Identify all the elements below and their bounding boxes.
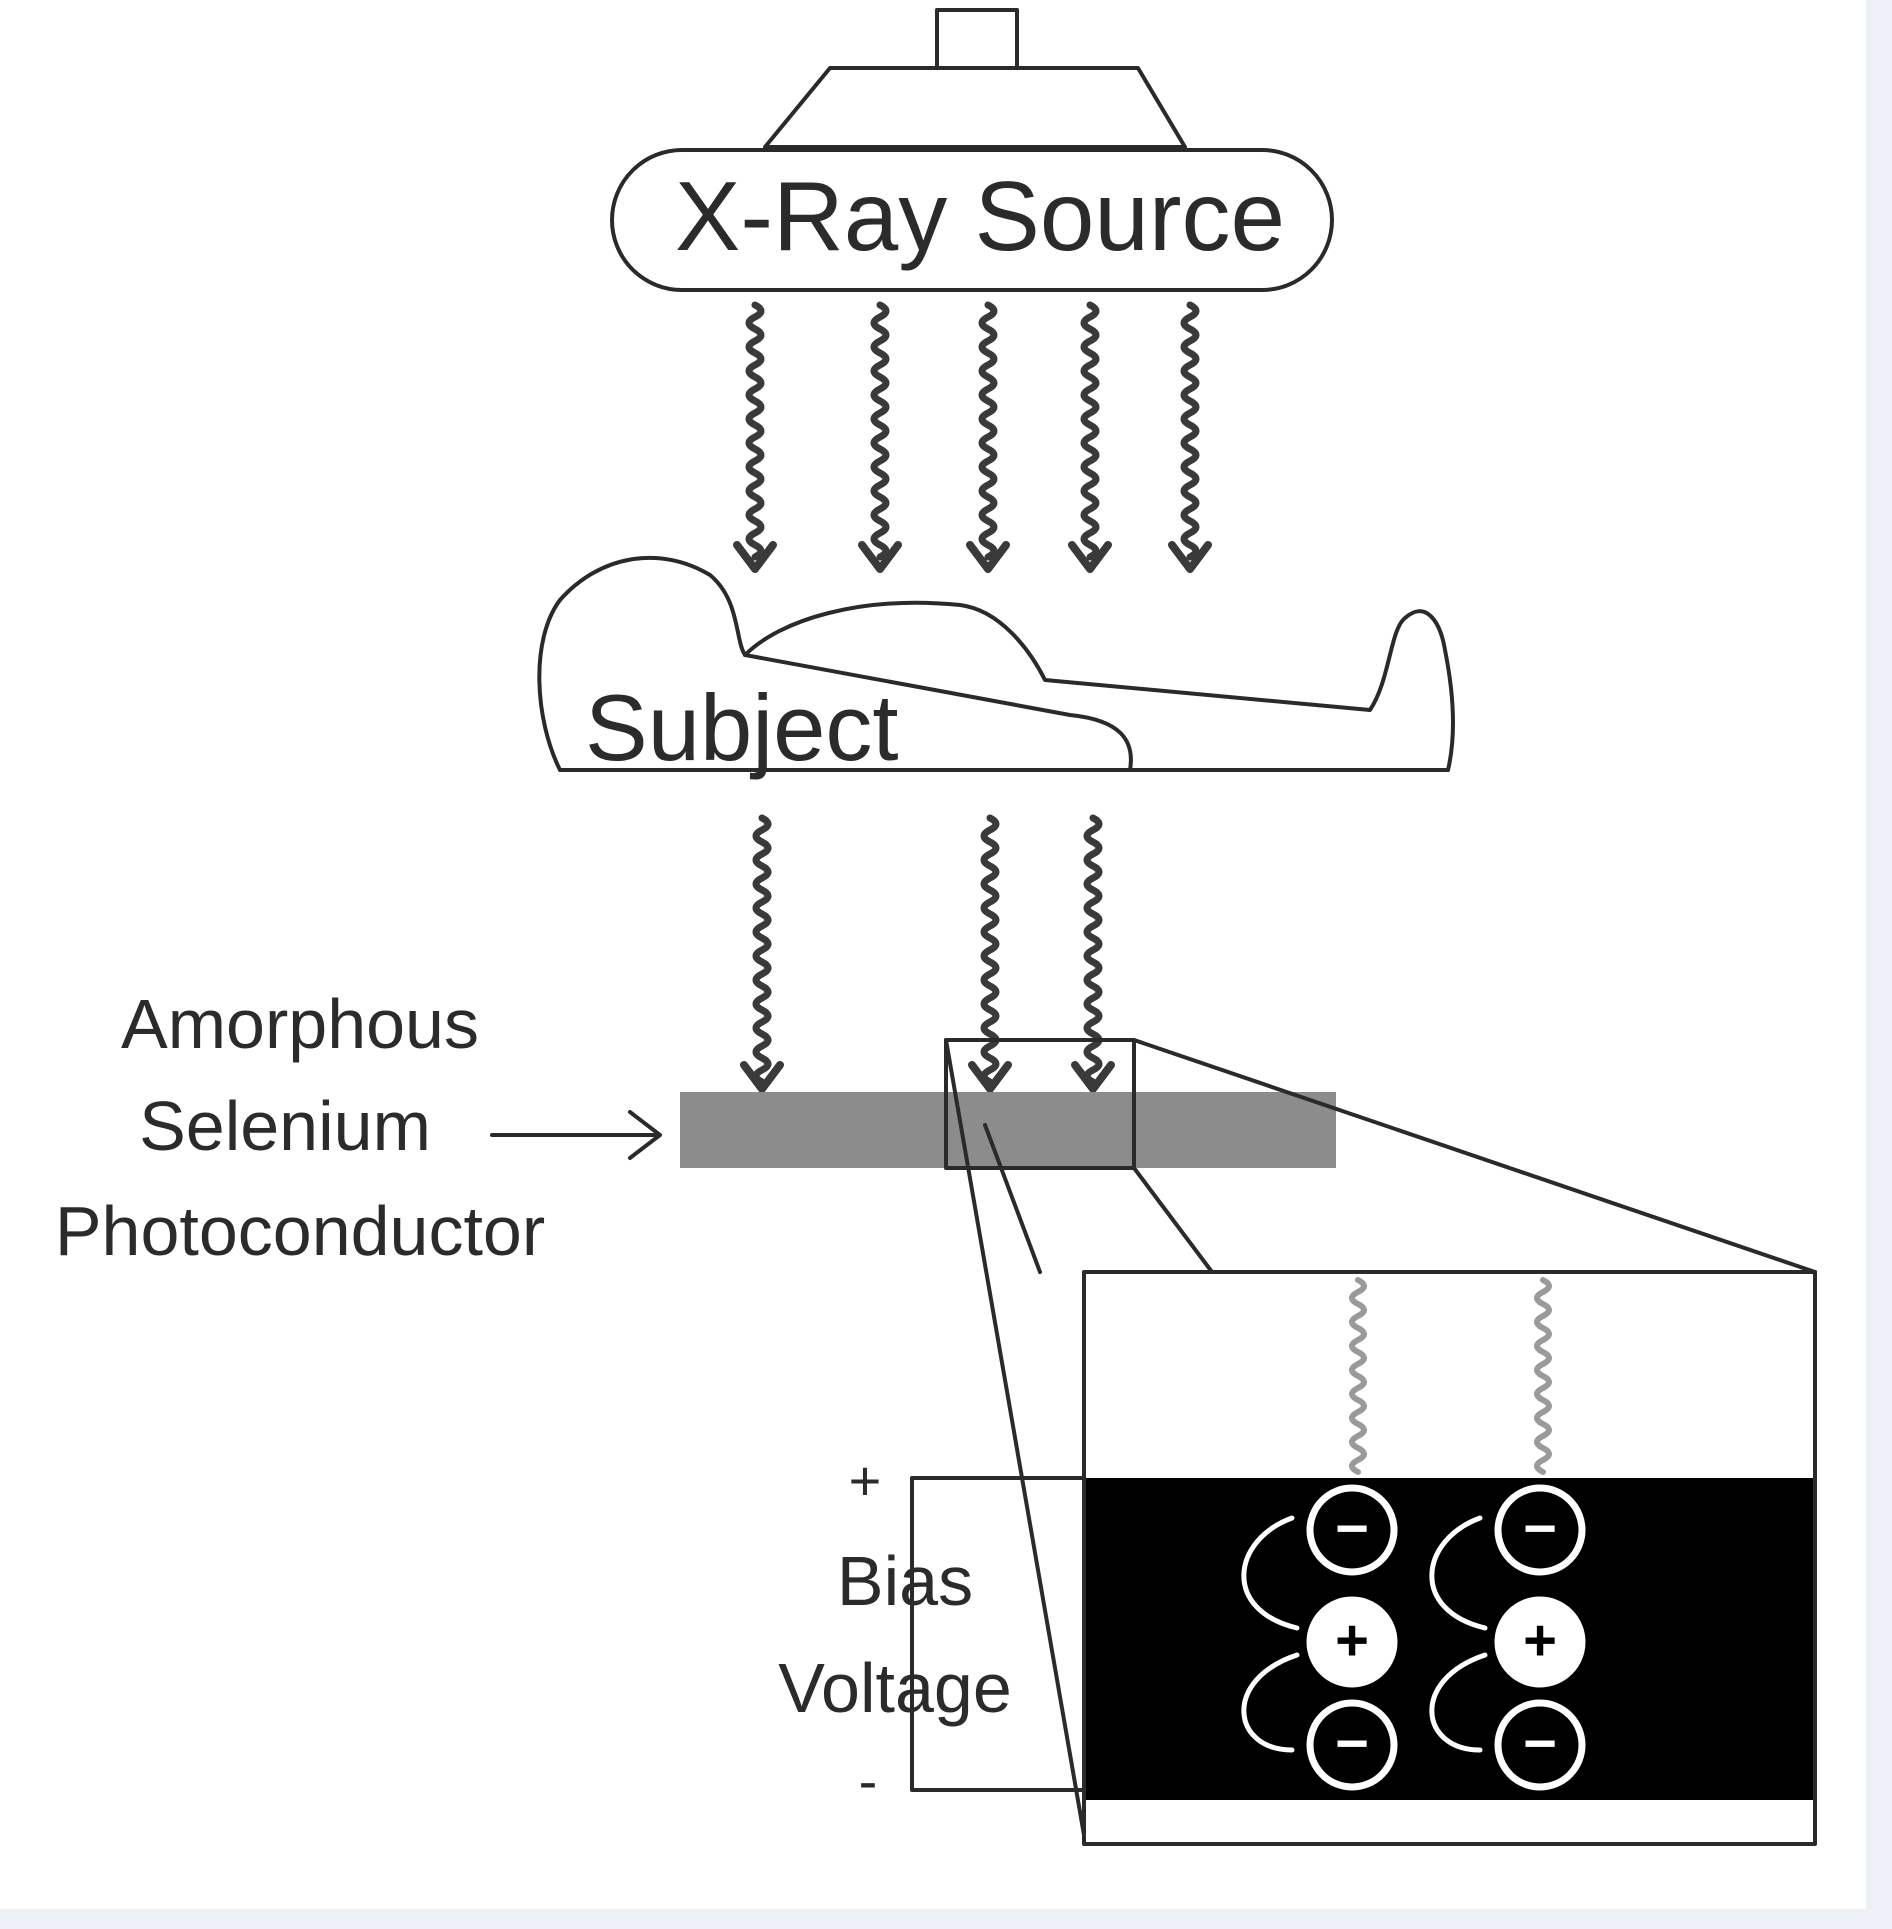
material-label-line2: Selenium <box>139 1087 431 1165</box>
electron-sign: − <box>1523 1496 1557 1561</box>
subject-outline <box>537 555 1455 772</box>
electron-sign: − <box>1335 1496 1369 1561</box>
xray-detector-diagram: X-Ray Source Subject Amorphous Selenium … <box>55 8 1817 1846</box>
cross-section-frame <box>1082 1270 1817 1846</box>
material-label-line3: Photoconductor <box>55 1192 545 1270</box>
electron-sign: − <box>1523 1711 1557 1776</box>
source-housing <box>763 66 1187 149</box>
bias-circuit <box>910 1476 1086 1792</box>
material-label-line1: Amorphous <box>121 985 479 1063</box>
detector-cross-section: − + − − + − <box>1082 1270 1817 1846</box>
electron-sign: − <box>1335 1711 1369 1776</box>
hole-sign: + <box>1523 1608 1557 1673</box>
bias-minus-label: - <box>859 1749 878 1812</box>
electron-drift-path <box>1241 1515 1300 1631</box>
magnified-region-box <box>944 1038 1136 1170</box>
transmitted-beam-arrowhead <box>1071 1061 1115 1093</box>
projection-line-left <box>944 1038 1086 1837</box>
inner-xray-beams <box>1349 1277 1552 1475</box>
electron <box>1306 1699 1398 1791</box>
incident-beam-arrowhead <box>966 541 1010 573</box>
source-tube-cap <box>935 8 1019 70</box>
transmitted-beam <box>980 814 1000 1086</box>
incident-beam <box>978 301 998 561</box>
transmitted-beam <box>752 814 772 1086</box>
charge-pairs: − + − − + − <box>1241 1484 1586 1791</box>
hole-drift-path <box>1429 1652 1488 1753</box>
incident-beam <box>870 301 890 561</box>
hole-sign: + <box>1335 1608 1369 1673</box>
inner-beam <box>1534 1277 1552 1475</box>
incident-beam-arrowhead <box>1068 541 1112 573</box>
bias-label-line1: Bias <box>837 1542 973 1620</box>
transmitted-beam-arrowhead <box>968 1061 1012 1093</box>
electron-drift-path <box>1429 1515 1488 1631</box>
electron <box>1494 1699 1586 1791</box>
source-label-box <box>610 148 1334 292</box>
incident-xray-beams <box>733 301 1212 573</box>
source-label: X-Ray Source <box>675 161 1285 271</box>
subject: Subject <box>537 555 1455 780</box>
diagram-canvas: X-Ray Source Subject Amorphous Selenium … <box>0 0 1866 1909</box>
material-label-group: Amorphous Selenium Photoconductor <box>55 985 662 1270</box>
incident-beam <box>1180 301 1200 561</box>
bias-label-line2: Voltage <box>778 1649 1012 1727</box>
incident-beam <box>745 301 765 561</box>
selenium-layer <box>1086 1478 1813 1800</box>
hole <box>1494 1596 1586 1688</box>
photoconductor-plate <box>680 1092 1336 1168</box>
transmitted-beam-arrowhead <box>740 1061 784 1093</box>
incident-beam-arrowhead <box>858 541 902 573</box>
hole <box>1306 1596 1398 1688</box>
subject-label: Subject <box>585 675 899 780</box>
electron <box>1306 1484 1398 1576</box>
transmitted-xray-beams <box>740 814 1115 1093</box>
projection-line-inner <box>983 1123 1042 1274</box>
projection-line-right <box>1132 1038 1817 1274</box>
hole-drift-path <box>1241 1652 1300 1753</box>
bias-plus-label: + <box>849 1449 882 1512</box>
transmitted-beam <box>1083 814 1103 1086</box>
inner-beam <box>1349 1277 1367 1475</box>
bias-voltage-group: + Bias Voltage - <box>778 1449 1086 1812</box>
incident-beam-arrowhead <box>1168 541 1212 573</box>
xray-source: X-Ray Source <box>610 8 1334 292</box>
electron <box>1494 1484 1586 1576</box>
material-arrow-head <box>628 1110 662 1160</box>
magnification-callout <box>944 1038 1817 1837</box>
incident-beam-arrowhead <box>733 541 777 573</box>
subject-arm <box>743 653 1133 772</box>
incident-beam <box>1080 301 1100 561</box>
projection-line-mid <box>1132 1166 1214 1274</box>
